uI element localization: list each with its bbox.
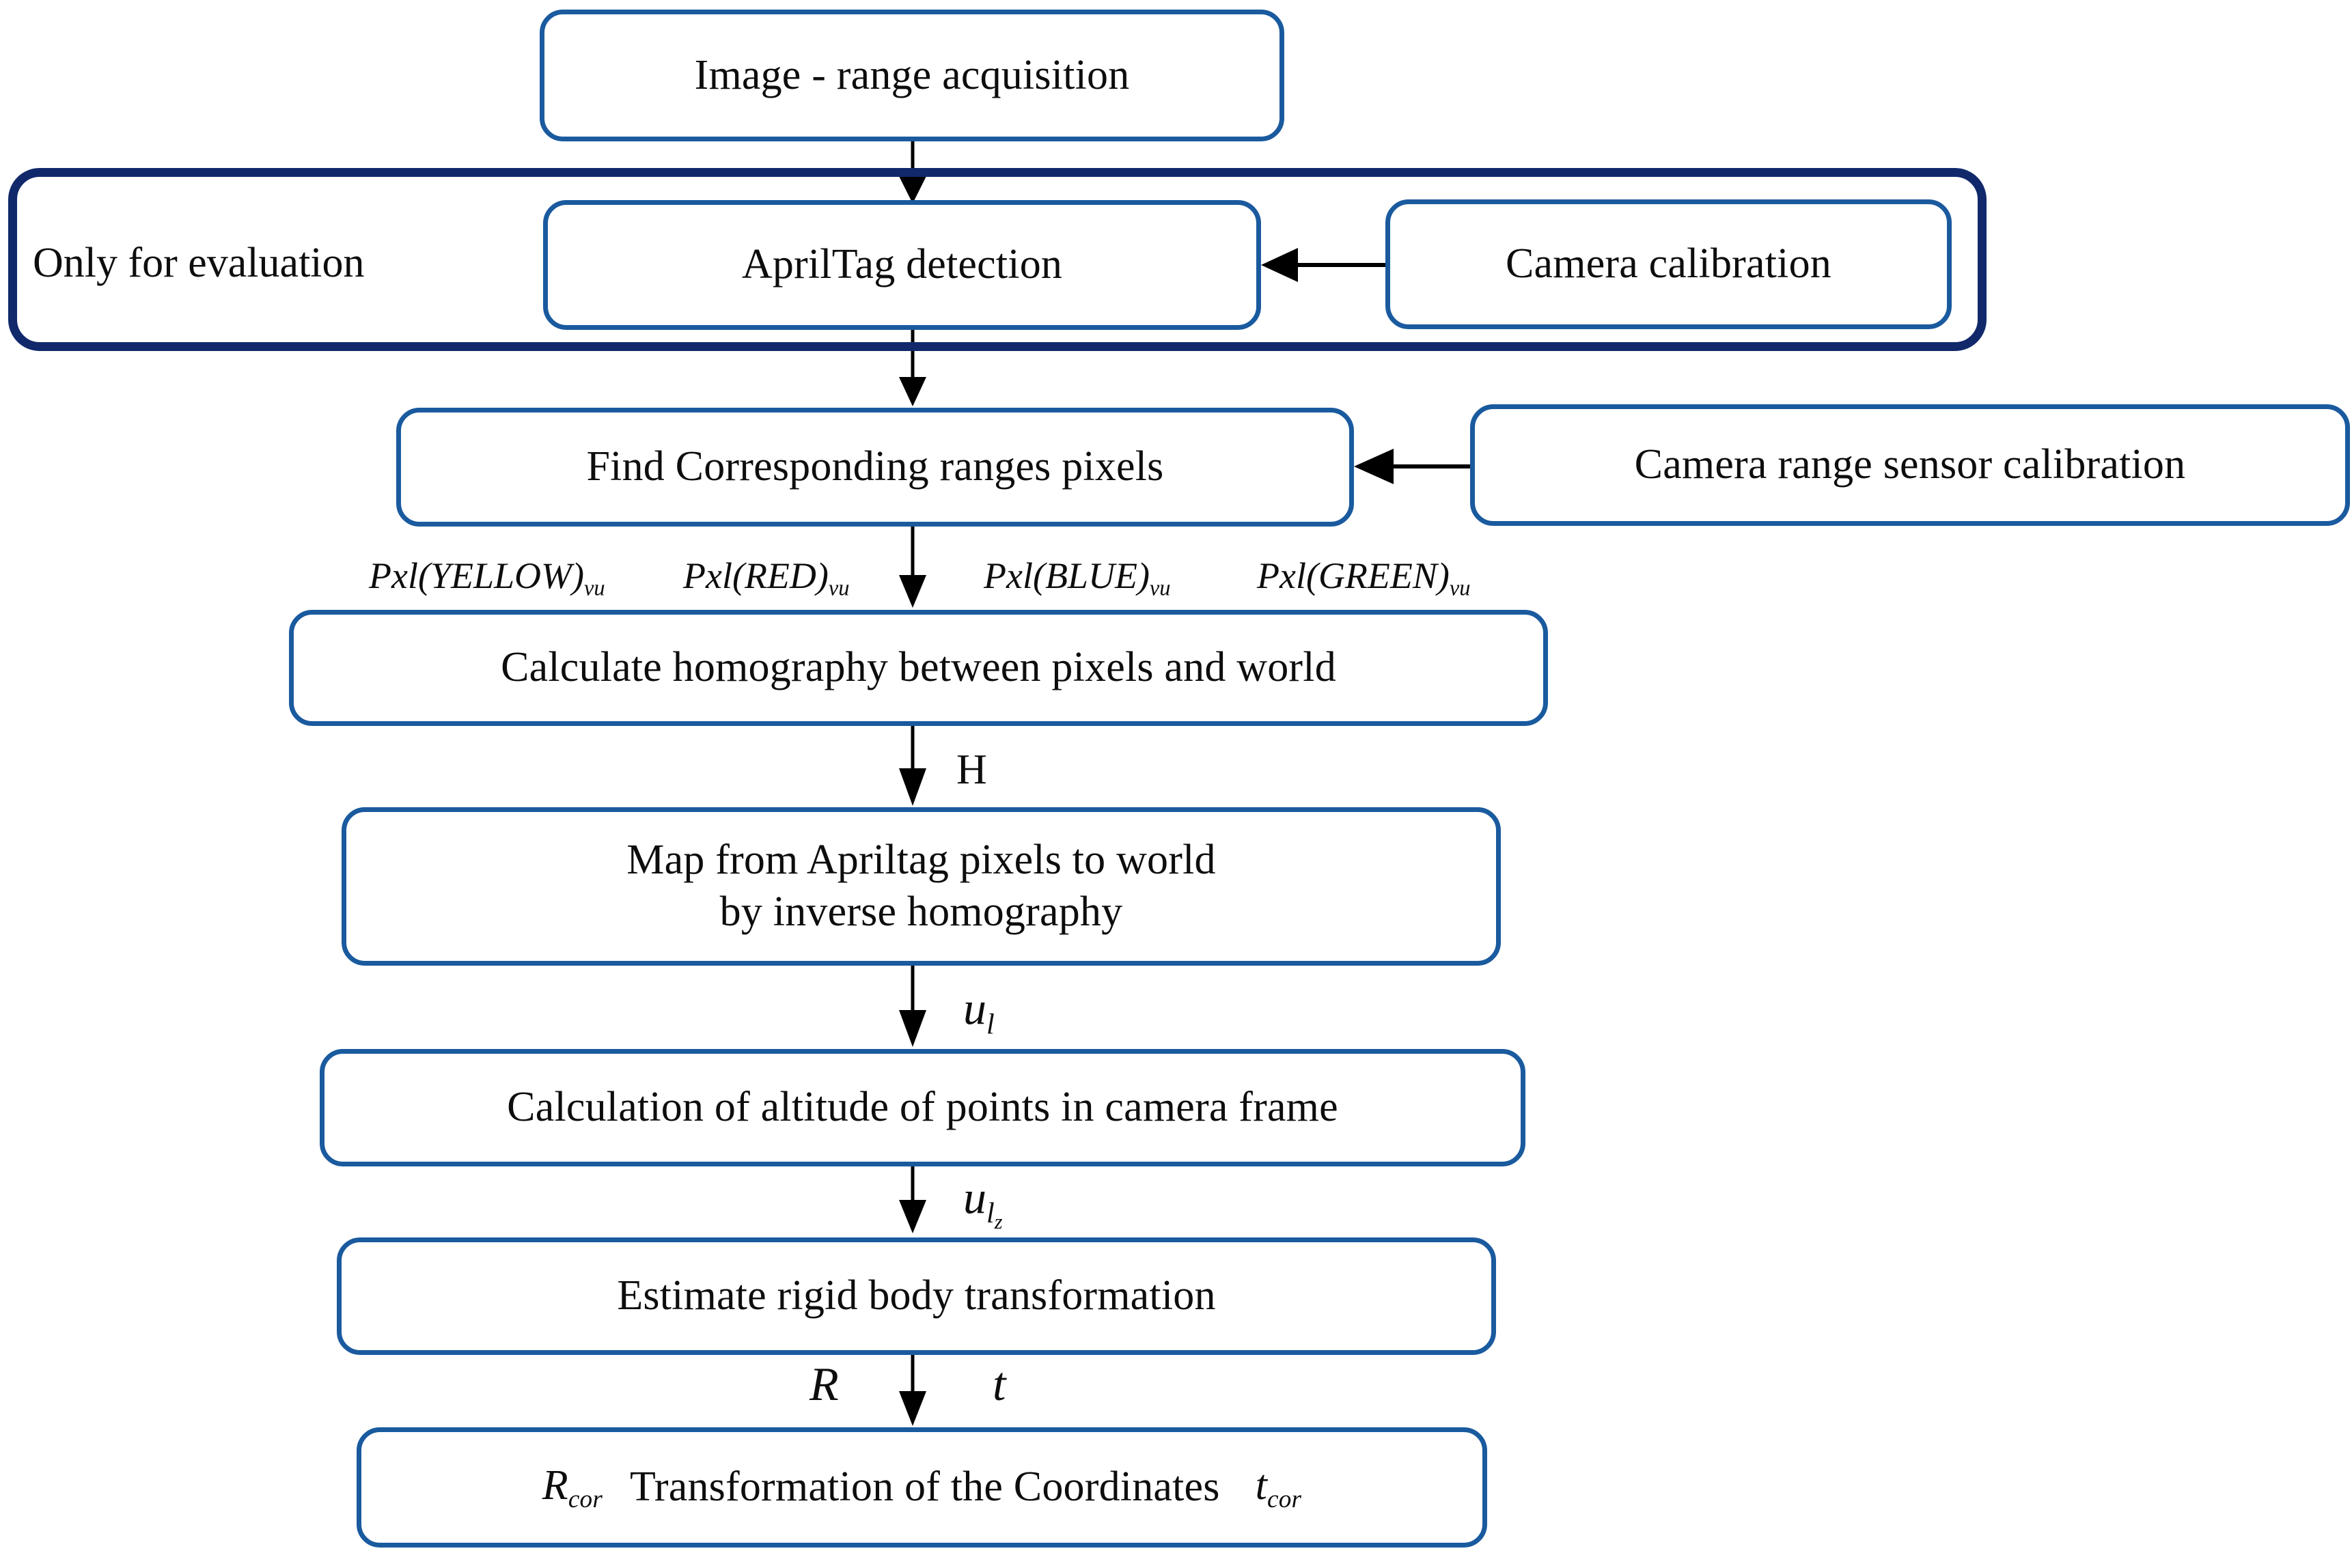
node-label: AprilTag detection xyxy=(741,241,1063,288)
node-camera-calibration[interactable]: Camera calibration xyxy=(1385,199,1952,329)
edge-label-pxl-blue: Pxl(BLUE)vu xyxy=(984,555,1171,601)
edge-label-pxl-green: Pxl(GREEN)vu xyxy=(1257,555,1471,601)
edge-label-pxl-yellow: Pxl(YELLOW)vu xyxy=(369,555,605,601)
node-calculation-of-altitude[interactable]: Calculation of altitude of points in cam… xyxy=(320,1049,1525,1166)
node-apriltag-detection[interactable]: AprilTag detection xyxy=(543,200,1261,330)
node-label: Transformation of the Coordinates xyxy=(630,1464,1220,1511)
r-cor-math: Rcor xyxy=(542,1461,603,1513)
u-lz-subscript: lz xyxy=(986,1197,1003,1234)
edge-rigidbody-to-transformation xyxy=(899,1354,926,1426)
edge-map-to-altitude xyxy=(899,964,926,1047)
node-transformation-of-coordinates[interactable]: Rcor Transformation of the Coordinates t… xyxy=(357,1427,1487,1548)
t-cor-math: tcor xyxy=(1255,1461,1302,1513)
node-label: Image - range acquisition xyxy=(694,51,1130,98)
edge-rangesensorcal-to-findranges xyxy=(1354,449,1470,484)
node-calculate-homography[interactable]: Calculate homography between pixels and … xyxy=(289,610,1548,726)
edge-label-u-l: ul xyxy=(963,982,995,1041)
node-label: Find Corresponding ranges pixels xyxy=(586,443,1164,490)
node-camera-range-sensor-calibration[interactable]: Camera range sensor calibration xyxy=(1470,404,2350,526)
evaluation-group-frame xyxy=(8,168,1987,351)
edge-findranges-to-homography xyxy=(899,526,926,608)
node-label: Camera range sensor calibration xyxy=(1634,441,2186,488)
node-map-from-apriltag[interactable]: Map from Apriltag pixels to world by inv… xyxy=(342,807,1501,966)
node-find-corresponding-ranges-pixels[interactable]: Find Corresponding ranges pixels xyxy=(396,408,1354,527)
edge-homography-to-map xyxy=(899,725,926,806)
edge-label-rotation-R: R xyxy=(810,1358,839,1411)
node-label-line-1: Map from Apriltag pixels to world xyxy=(626,837,1216,884)
node-label: Calculate homography between pixels and … xyxy=(501,644,1336,691)
edge-label-u-lz: ulz xyxy=(963,1171,1003,1234)
evaluation-group-caption: Only for evaluation xyxy=(33,240,365,286)
node-label: Calculation of altitude of points in cam… xyxy=(507,1084,1338,1131)
node-label: Camera calibration xyxy=(1506,240,1831,288)
edge-label-pxl-red: Pxl(RED)vu xyxy=(683,555,850,601)
node-estimate-rigid-body[interactable]: Estimate rigid body transformation xyxy=(337,1237,1496,1355)
edge-label-translation-t: t xyxy=(993,1358,1006,1411)
node-image-range-acquisition[interactable]: Image - range acquisition xyxy=(540,10,1284,141)
node-label: Estimate rigid body transformation xyxy=(617,1272,1216,1319)
edge-altitude-to-rigidbody xyxy=(899,1166,926,1233)
edge-label-homography-matrix: H xyxy=(956,746,987,793)
node-label-line-2: by inverse homography xyxy=(719,888,1123,935)
